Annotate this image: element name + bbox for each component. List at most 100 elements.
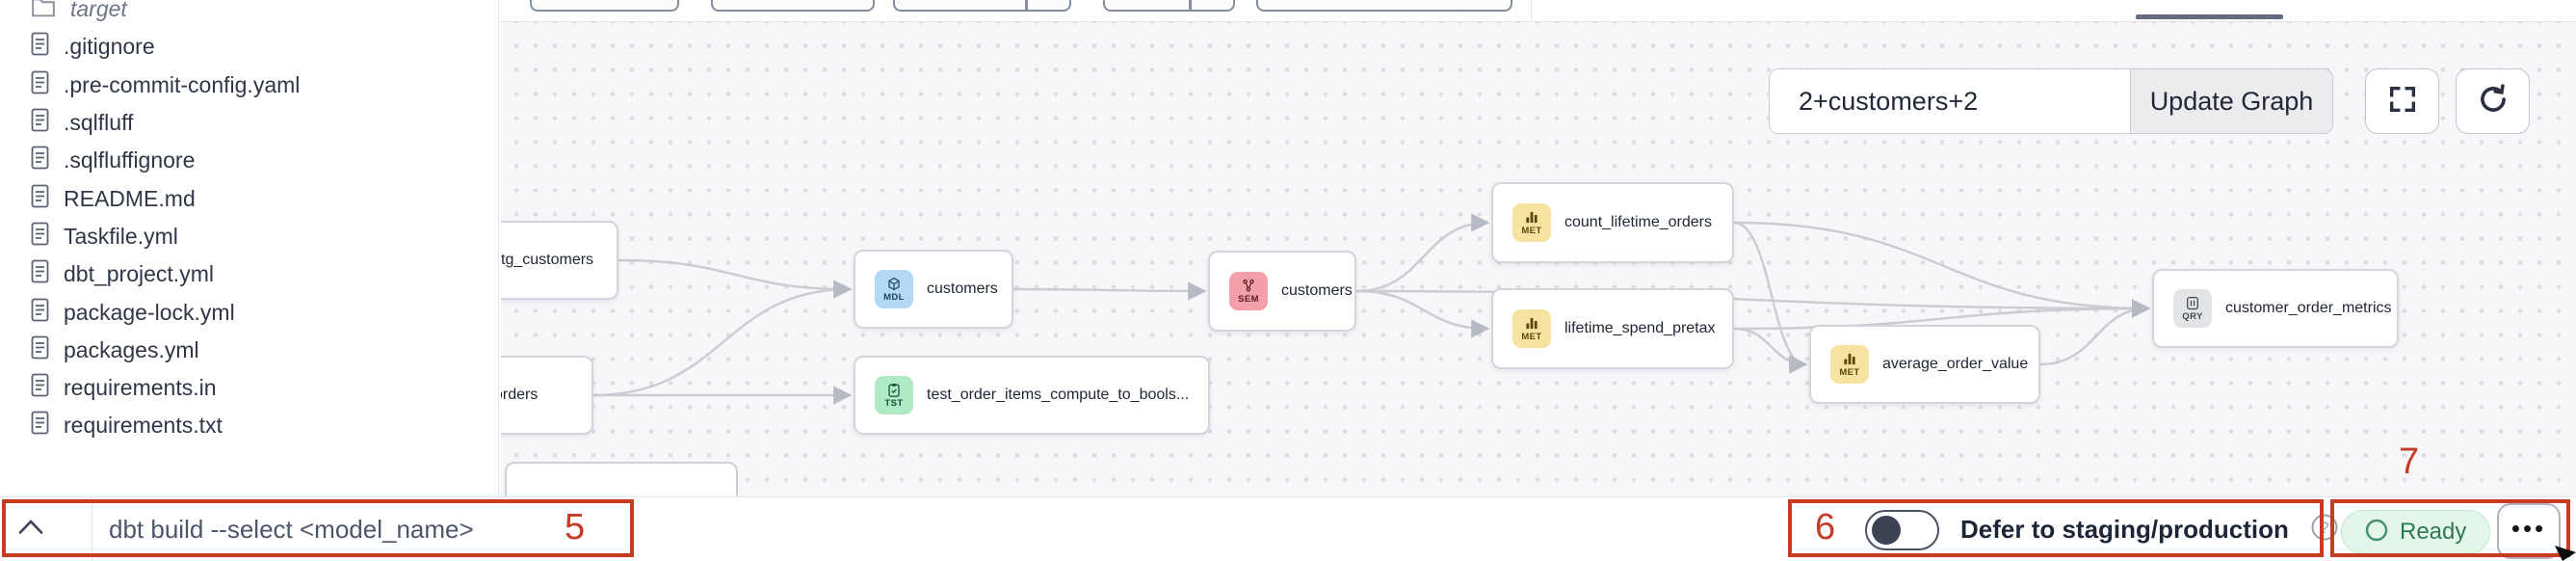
file-icon [31, 70, 49, 100]
edge-customers_sem-to-count_lifetime_orders [1355, 213, 1490, 293]
node-type-tag: MDL [883, 291, 905, 303]
defer-label: Defer to staging/production [1960, 515, 2289, 544]
node-stg_customers[interactable]: MDLstg_customers [501, 221, 618, 300]
edge-customers_sem-to-lifetime_spend_pretax [1355, 289, 1490, 338]
cube-icon: MDL [875, 270, 913, 308]
ready-circle-icon [2365, 519, 2388, 547]
pane-divider [1531, 0, 1532, 20]
sidebar-file-readme-md[interactable]: README.md [0, 179, 498, 217]
node-type-tag: QRY [2182, 310, 2203, 322]
sidebar-file-sqlfluffignore[interactable]: .sqlfluffignore [0, 142, 498, 179]
node-customer_order_metrics[interactable]: QRY customer_order_metrics [2152, 269, 2399, 348]
node-label: stg_customers [501, 252, 594, 268]
node-test_order_items[interactable]: TST test_order_items_compute_to_bools... [854, 356, 1210, 435]
defer-toggle[interactable] [1865, 509, 1939, 550]
annotation-number-7: 7 [2399, 441, 2420, 482]
file-icon [31, 411, 49, 441]
node-lifetime_spend_pretax[interactable]: MET lifetime_spend_pretax [1491, 288, 1734, 369]
edge-customers_mdl-to-customers_sem [1012, 281, 1207, 301]
file-icon [31, 146, 49, 175]
file-list: target .gitignore .pre-commit-config.yaml.… [0, 0, 498, 445]
graph-controls: 2+customers+2 Update Graph [1769, 68, 2333, 134]
status-badge-label: Ready [2400, 519, 2467, 545]
node-label: average_order_value [1882, 356, 2029, 372]
expand-panel-button[interactable] [13, 514, 48, 545]
folder-icon [31, 0, 56, 24]
chevron-up-icon [18, 519, 43, 540]
edge-stg_customers-to-customers_mdl [618, 258, 853, 299]
annotation-number-5: 5 [565, 507, 586, 548]
active-tab-underline [2136, 14, 2283, 19]
lineage-canvas[interactable]: MDLstg_customersMDLordersMDLcustomersTST… [501, 21, 2576, 496]
query-icon: QRY [2173, 289, 2212, 328]
node-type-tag: MET [1521, 225, 1542, 236]
bottom-command-bar: dbt build --select <model_name> Defer to… [0, 496, 2576, 561]
file-name: requirements.in [64, 375, 217, 401]
file-name: .sqlfluffignore [64, 147, 196, 174]
edge-customers_sem-to-customer_order_metrics [1355, 289, 2151, 318]
refresh-button[interactable] [2456, 68, 2530, 134]
node-type-tag: TST [884, 397, 904, 409]
file-name: package-lock.yml [64, 299, 235, 325]
node-label: orders [501, 387, 539, 403]
update-graph-button[interactable]: Update Graph [2130, 68, 2333, 134]
command-input[interactable]: dbt build --select <model_name> [109, 515, 474, 544]
file-icon [31, 335, 49, 365]
more-options-button[interactable]: ••• [2497, 503, 2561, 559]
model-selector-input[interactable]: 2+customers+2 [1769, 68, 2130, 134]
file-explorer-sidebar: target .gitignore .pre-commit-config.yaml.… [0, 0, 499, 496]
sidebar-file-packages-yml[interactable]: packages.yml [0, 332, 498, 369]
edge-lifetime_spend_pretax-to-average_order_value [1733, 327, 1808, 374]
status-badge[interactable]: Ready [2341, 510, 2491, 554]
sidebar-folder-target[interactable]: target [0, 0, 498, 28]
partial-node[interactable] [505, 462, 738, 496]
defer-group: Defer to staging/production ? [1865, 497, 2339, 561]
refresh-icon [2476, 82, 2510, 121]
node-type-tag: MET [1839, 366, 1860, 378]
node-label: test_order_items_compute_to_bools... [927, 387, 1190, 403]
file-name: .gitignore [64, 34, 155, 60]
toolbar-button-partial[interactable] [1103, 0, 1235, 12]
toolbar-button-partial[interactable] [1256, 0, 1512, 12]
file-icon [31, 222, 49, 252]
edge-count_lifetime_orders-to-customer_order_metrics [1733, 221, 2151, 318]
help-icon[interactable]: ? [2310, 513, 2339, 547]
toolbar-button-partial[interactable] [893, 0, 1071, 12]
file-icon [31, 184, 49, 214]
file-name: .pre-commit-config.yaml [64, 71, 301, 97]
mouse-cursor [2555, 544, 2576, 561]
svg-text:?: ? [2320, 519, 2328, 537]
sidebar-file-requirements-in[interactable]: requirements.in [0, 369, 498, 407]
sidebar-file-sqlfluff[interactable]: .sqlfluff [0, 104, 498, 142]
fullscreen-button[interactable] [2365, 68, 2439, 134]
metric-icon: MET [1512, 309, 1551, 348]
toolbar-button-partial[interactable] [530, 0, 679, 12]
sidebar-file-dbt-project-yml[interactable]: dbt_project.yml [0, 255, 498, 293]
node-orders[interactable]: MDLorders [501, 356, 593, 435]
edge-orders-to-customers_mdl [592, 280, 853, 397]
annotation-box-5 [2, 499, 634, 557]
node-count_lifetime_orders[interactable]: MET count_lifetime_orders [1491, 182, 1734, 263]
file-icon [31, 32, 49, 62]
sidebar-file-pre-commit-config-yaml[interactable]: .pre-commit-config.yaml [0, 67, 498, 104]
file-name: README.md [64, 185, 196, 211]
node-average_order_value[interactable]: MET average_order_value [1809, 325, 2040, 404]
file-icon [31, 259, 49, 289]
node-label: lifetime_spend_pretax [1564, 320, 1716, 336]
sidebar-file-taskfile-yml[interactable]: Taskfile.yml [0, 218, 498, 255]
node-label: count_lifetime_orders [1564, 214, 1712, 230]
fullscreen-icon [2386, 83, 2419, 120]
toolbar-button-partial[interactable] [711, 0, 875, 12]
sidebar-file-requirements-txt[interactable]: requirements.txt [0, 407, 498, 444]
file-name: requirements.txt [64, 413, 223, 439]
sidebar-file-gitignore[interactable]: .gitignore [0, 28, 498, 66]
node-label: customer_order_metrics [2225, 300, 2392, 316]
sidebar-file-package-lock-yml[interactable]: package-lock.yml [0, 293, 498, 331]
top-toolbar-strip [501, 0, 2576, 21]
file-icon [31, 373, 49, 403]
annotation-box-6 [1788, 499, 2324, 557]
node-type-tag: SEM [1238, 293, 1259, 305]
